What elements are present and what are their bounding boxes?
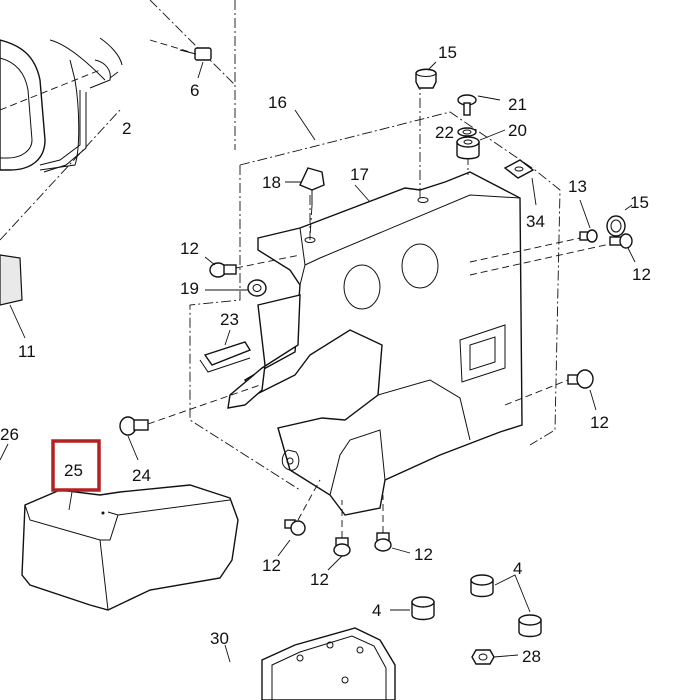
part-25-highlight-box — [51, 439, 101, 492]
screw-22 — [457, 94, 501, 116]
screw-12-right-upper — [609, 233, 636, 263]
label-4-left: 4 — [372, 601, 381, 620]
label-30: 30 — [210, 629, 229, 648]
label-15-right: 15 — [630, 193, 649, 212]
label-34: 34 — [526, 212, 545, 231]
part-23-bracket — [199, 294, 301, 409]
label-12-right-upper: 12 — [632, 265, 651, 284]
part-15-cap-top — [415, 61, 437, 89]
bushing-4-right-upper — [470, 574, 494, 598]
label-15-top: 15 — [438, 43, 457, 62]
label-12-upper-left: 12 — [180, 239, 199, 258]
screw-6 — [149, 39, 212, 79]
label-6: 6 — [190, 81, 199, 100]
bushing-4-left — [390, 596, 435, 621]
label-12-right-lower: 12 — [590, 413, 609, 432]
label-24: 24 — [132, 466, 151, 485]
part-34-plate — [503, 159, 537, 206]
part-15-knob-right — [606, 204, 633, 237]
label-12-bottom-mid: 12 — [310, 570, 329, 589]
label-20: 20 — [508, 121, 527, 140]
label-17: 17 — [350, 165, 369, 184]
washer-21 — [457, 127, 477, 137]
screw-12-bottom-right — [374, 532, 411, 554]
screw-13 — [579, 199, 598, 243]
label-22: 22 — [435, 123, 454, 142]
part-25-cover — [21, 484, 239, 611]
screw-24 — [119, 416, 149, 436]
label-28: 28 — [522, 647, 541, 666]
part-30-base-plate — [224, 627, 396, 700]
bushing-4-right-lower — [518, 614, 542, 638]
screw-12-right-lower — [567, 369, 597, 411]
label-16: 16 — [268, 93, 287, 112]
nut-19 — [247, 279, 267, 297]
label-25: 25 — [64, 461, 83, 480]
label-23: 23 — [220, 310, 239, 329]
nut-28 — [471, 649, 519, 665]
label-19: 19 — [180, 279, 199, 298]
label-4-right: 4 — [513, 559, 522, 578]
part-2-left-cover — [0, 37, 123, 173]
bushing-20 — [456, 129, 506, 160]
screw-12-bottom-mid — [327, 537, 351, 571]
label-11: 11 — [18, 342, 36, 361]
screw-12-upper-left — [209, 262, 237, 278]
label-26: 26 — [0, 425, 19, 444]
screw-12-bottom-left — [277, 519, 306, 557]
label-18: 18 — [262, 173, 281, 192]
label-21: 21 — [508, 95, 527, 114]
part-11-panel — [0, 254, 26, 339]
part-17-main-frame — [244, 171, 523, 516]
label-2: 2 — [122, 119, 131, 138]
label-12-bottom-left: 12 — [262, 556, 281, 575]
label-12-bottom-right: 12 — [414, 545, 433, 564]
label-13: 13 — [568, 177, 587, 196]
